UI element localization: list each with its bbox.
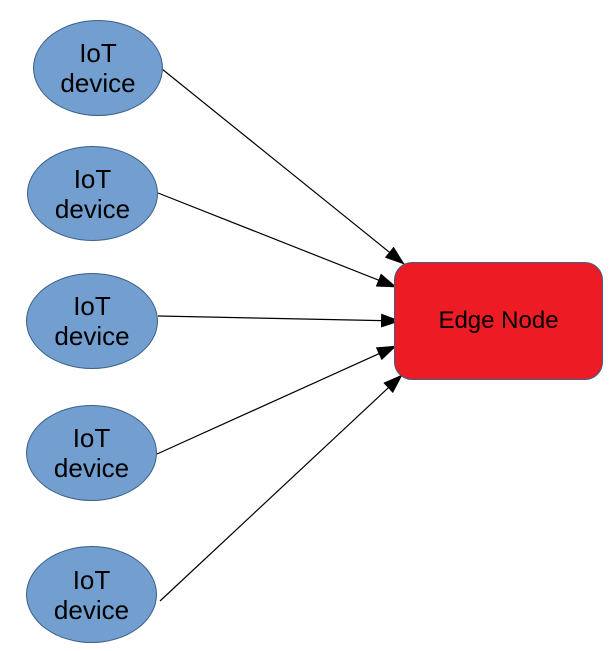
iot-device-label-line1: IoT [72, 423, 111, 453]
arrow-device-2-to-edge-node [157, 192, 397, 288]
arrow-device-5-to-edge-node [159, 374, 403, 602]
iot-device-label-line1: IoT [73, 291, 111, 321]
iot-device-label-line2: device [53, 453, 130, 483]
iot-device-label-line1: IoT [73, 163, 112, 194]
iot-device-label-line1: IoT [72, 564, 111, 595]
iot-device-label-line2: device [54, 321, 130, 351]
iot-device-label-line1: IoT [79, 38, 117, 68]
iot-device-label-line2: device [60, 68, 136, 98]
iot-device-node[interactable]: IoT device [26, 546, 157, 643]
iot-device-node[interactable]: IoT device [26, 273, 158, 369]
arrow-device-4-to-edge-node [156, 345, 397, 455]
iot-device-node[interactable]: IoT device [27, 146, 158, 241]
iot-device-node[interactable]: IoT device [33, 20, 163, 116]
edge-node[interactable]: Edge Node [394, 262, 603, 380]
arrow-device-3-to-edge-node [157, 313, 401, 328]
iot-device-label-line2: device [54, 193, 131, 224]
arrow-device-1-to-edge-node [161, 68, 405, 265]
iot-device-node[interactable]: IoT device [26, 405, 157, 501]
edge-node-label: Edge Node [438, 307, 559, 334]
iot-device-label-line2: device [53, 594, 130, 625]
